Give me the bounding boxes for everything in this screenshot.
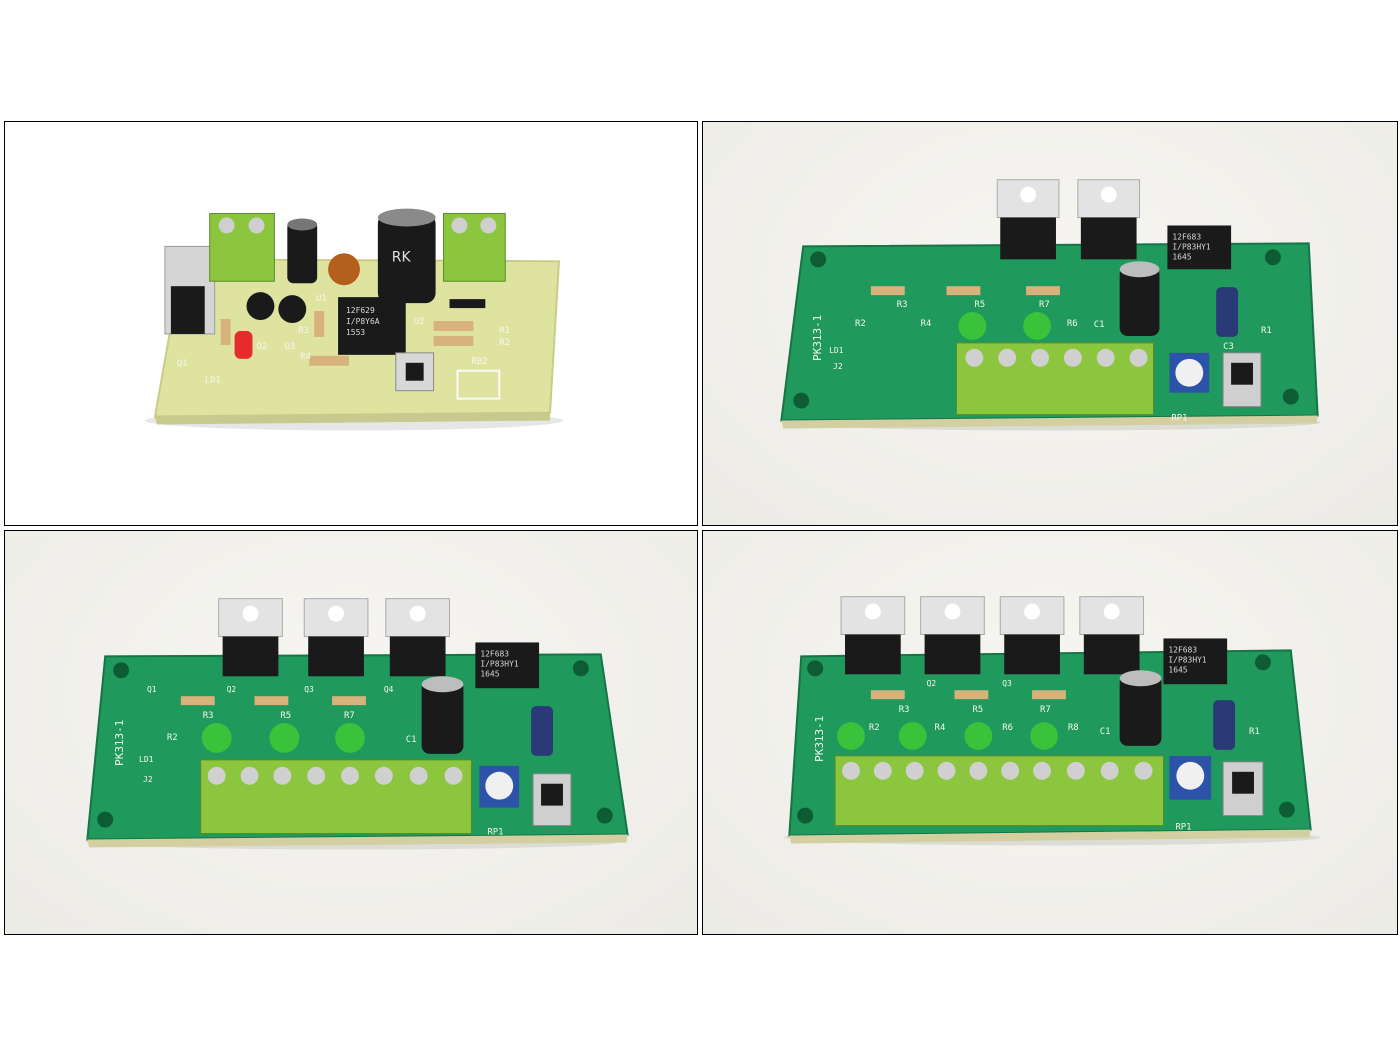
silk-ld1: LD1 <box>829 346 844 355</box>
silk-rp1: RP1 <box>487 827 503 837</box>
board-label: PK313-1 <box>813 716 826 762</box>
silk-r1: R1 <box>1261 326 1272 336</box>
chip-date-code: 1645 <box>1168 665 1187 674</box>
silk-q4: Q4 <box>384 685 394 694</box>
silk-r2: R2 <box>499 338 510 348</box>
silk-r5: R5 <box>280 711 291 721</box>
chip-part-number: 12F683 <box>1172 232 1201 241</box>
silk-rb2: RB2 <box>471 357 487 367</box>
silk-q2: Q2 <box>256 342 267 352</box>
silk-u2: U2 <box>414 317 425 327</box>
board-label: PK313-1 <box>811 315 824 361</box>
silk-r6: R6 <box>1067 319 1078 329</box>
silk-r3: R3 <box>899 705 910 715</box>
silk-rp1: RP1 <box>1175 823 1191 833</box>
silk-q3: Q3 <box>304 685 314 694</box>
silk-r1: R1 <box>1249 727 1260 737</box>
silk-r7: R7 <box>1039 300 1050 310</box>
silk-j2: J2 <box>833 362 843 371</box>
chip-batch-code: I/P83HY1 <box>1172 242 1211 251</box>
chip-date-code: 1645 <box>480 669 499 678</box>
chip-batch-code: I/P83HY1 <box>480 659 519 668</box>
silk-r8: R8 <box>1068 723 1079 733</box>
silk-rp1: RP1 <box>1171 414 1187 424</box>
silk-q2: Q2 <box>927 679 937 688</box>
silk-r5: R5 <box>974 300 985 310</box>
pcb-photo-green-2ch: 12F683 I/P83HY1 1645 PK313-1 R3 R5 R7 RP… <box>780 179 1321 431</box>
chip-batch-code: I/P8Y6A <box>346 317 380 326</box>
silk-c3: C3 <box>1223 342 1234 352</box>
silk-q1: Q1 <box>177 359 188 369</box>
photo-panel-1: RK 12F629 I/P8Y6A 1553 LD1 Q1 Q2 Q3 U1 U… <box>4 121 698 526</box>
silk-q3: Q3 <box>284 342 295 352</box>
silk-q3: Q3 <box>1002 679 1012 688</box>
chip-date-code: 1553 <box>346 328 365 337</box>
silk-r2: R2 <box>855 319 866 329</box>
silk-q1: Q1 <box>147 685 157 694</box>
silk-r3: R3 <box>897 300 908 310</box>
silk-r7: R7 <box>344 711 355 721</box>
chip-part-number: 12F683 <box>480 649 509 658</box>
chip-part-number: 12F629 <box>346 306 375 315</box>
pcb-photo-yellow: RK 12F629 I/P8Y6A 1553 LD1 Q1 Q2 Q3 U1 U… <box>145 208 563 431</box>
silk-u1: U1 <box>316 294 327 304</box>
silk-r3: R3 <box>298 326 309 336</box>
photo-panel-2: 12F683 I/P83HY1 1645 PK313-1 R3 R5 R7 RP… <box>702 121 1398 526</box>
pcb-photo-green-3ch: 12F683 I/P83HY1 1645 PK313-1 R3 R5 R7 RP… <box>85 598 629 850</box>
chip-batch-code: I/P83HY1 <box>1168 655 1207 664</box>
silk-q2: Q2 <box>227 685 237 694</box>
silk-c1: C1 <box>406 735 417 745</box>
silk-r6: R6 <box>1002 723 1013 733</box>
capacitor-label: RK <box>392 249 412 265</box>
silk-r4: R4 <box>921 319 932 329</box>
photo-panel-3: 12F683 I/P83HY1 1645 PK313-1 R3 R5 R7 RP… <box>4 530 698 935</box>
silk-j2: J2 <box>143 775 153 784</box>
photo-panel-4: 12F683 I/P83HY1 1645 PK313-1 R3 R5 R7 RP… <box>702 530 1398 935</box>
silk-r2: R2 <box>869 723 880 733</box>
silk-c1: C1 <box>1100 727 1111 737</box>
pcb-photo-green-4ch: 12F683 I/P83HY1 1645 PK313-1 R3 R5 R7 RP… <box>783 596 1321 846</box>
silk-r7: R7 <box>1040 705 1051 715</box>
silk-r4: R4 <box>935 723 946 733</box>
silk-ld1: LD1 <box>139 755 154 764</box>
chip-part-number: 12F683 <box>1168 645 1197 654</box>
silk-r3: R3 <box>203 711 214 721</box>
silk-r1: R1 <box>499 326 510 336</box>
silk-c1: C1 <box>1094 320 1105 330</box>
silk-ld1: LD1 <box>205 376 221 386</box>
silk-r2: R2 <box>167 733 178 743</box>
board-label: PK313-1 <box>113 720 126 766</box>
silk-r5: R5 <box>972 705 983 715</box>
silk-r4: R4 <box>300 352 311 362</box>
chip-date-code: 1645 <box>1172 252 1191 261</box>
